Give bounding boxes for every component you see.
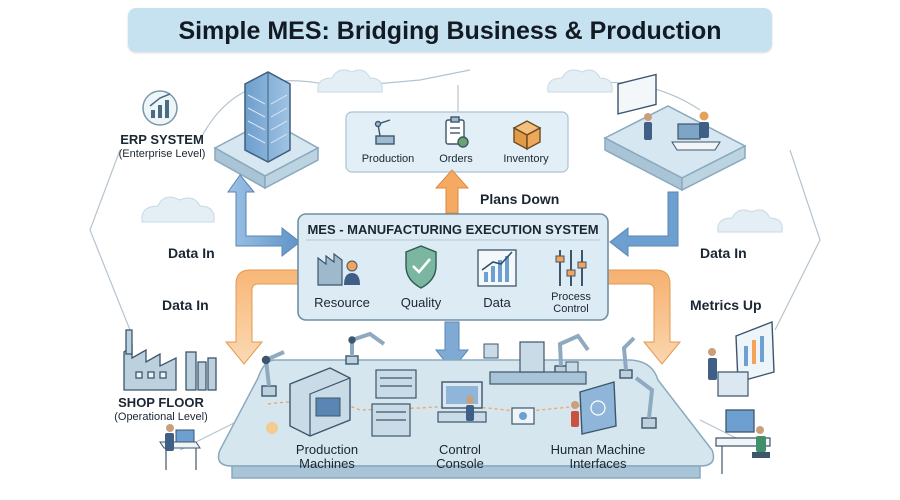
flow-label-metrics-up: Metrics Up bbox=[690, 297, 762, 313]
control-console-icon bbox=[437, 381, 487, 423]
shield-check-icon bbox=[405, 245, 437, 289]
desk-worker-icon bbox=[671, 111, 721, 151]
robot-arm-icon bbox=[374, 119, 395, 145]
desk-computer-icon bbox=[715, 409, 771, 474]
shop-floor-title: SHOP FLOOR bbox=[118, 395, 204, 410]
floor-label-control-console: Control Console bbox=[436, 442, 484, 472]
mes-title: MES - MANUFACTURING EXECUTION SYSTEM bbox=[307, 222, 599, 237]
arrow-up-to-business bbox=[434, 169, 470, 214]
floor-label-production-machines: Production Machines bbox=[295, 442, 359, 472]
cloud-icon bbox=[141, 69, 783, 233]
erp-label: ERP SYSTEM (Enterprise Level) bbox=[100, 132, 224, 161]
mes-module-data: Data bbox=[483, 295, 511, 310]
growth-chart-icon bbox=[142, 90, 178, 126]
flow-label-data-in-top: Data In bbox=[168, 245, 215, 261]
mes-module-resource: Resource bbox=[314, 295, 370, 310]
business-label-inventory: Inventory bbox=[503, 153, 549, 165]
shop-floor-subtitle: (Operational Level) bbox=[114, 410, 208, 423]
data-chart-icon bbox=[477, 249, 517, 287]
robot-arm-icon bbox=[261, 331, 657, 429]
business-label-orders: Orders bbox=[439, 153, 473, 165]
server-rack-icon bbox=[371, 369, 417, 437]
flow-label-data-in-bottom: Data In bbox=[162, 297, 209, 313]
flow-label-data-in-right: Data In bbox=[700, 245, 747, 261]
hmi-screen-icon bbox=[571, 381, 617, 435]
business-panel bbox=[345, 111, 569, 173]
flow-label-plans-down: Plans Down bbox=[480, 191, 560, 207]
arrow-orange-left bbox=[224, 269, 299, 365]
office-platform bbox=[603, 73, 747, 192]
page-title: Simple MES: Bridging Business & Producti… bbox=[178, 17, 722, 45]
erp-subtitle: (Enterprise Level) bbox=[118, 147, 206, 160]
conveyor-icon bbox=[483, 341, 587, 385]
factory-icon bbox=[123, 329, 217, 391]
sensor-icon bbox=[511, 407, 535, 425]
title-banner: Simple MES: Bridging Business & Producti… bbox=[128, 8, 772, 52]
arrow-orange-right bbox=[607, 269, 682, 365]
erp-title: ERP SYSTEM bbox=[120, 132, 204, 147]
factory-worker-icon bbox=[317, 252, 360, 286]
cnc-machine-icon bbox=[266, 367, 351, 437]
sliders-icon bbox=[555, 250, 587, 286]
erp-building-icon bbox=[213, 71, 320, 190]
mes-module-process-control: Process Control bbox=[551, 291, 591, 315]
clipboard-icon bbox=[445, 116, 469, 148]
shop-floor-label: SHOP FLOOR (Operational Level) bbox=[96, 395, 226, 424]
arrow-blue-right bbox=[609, 191, 679, 258]
person-icon bbox=[644, 113, 652, 140]
box-icon bbox=[512, 120, 542, 151]
analyst-screen-icon bbox=[708, 320, 775, 397]
mes-module-quality: Quality bbox=[400, 295, 442, 310]
floor-label-hmi: Human Machine Interfaces bbox=[550, 442, 646, 472]
mes-box bbox=[297, 213, 609, 321]
business-label-production: Production bbox=[361, 153, 415, 165]
presentation-board-icon bbox=[617, 73, 657, 115]
laptop-worker-icon bbox=[159, 424, 201, 470]
